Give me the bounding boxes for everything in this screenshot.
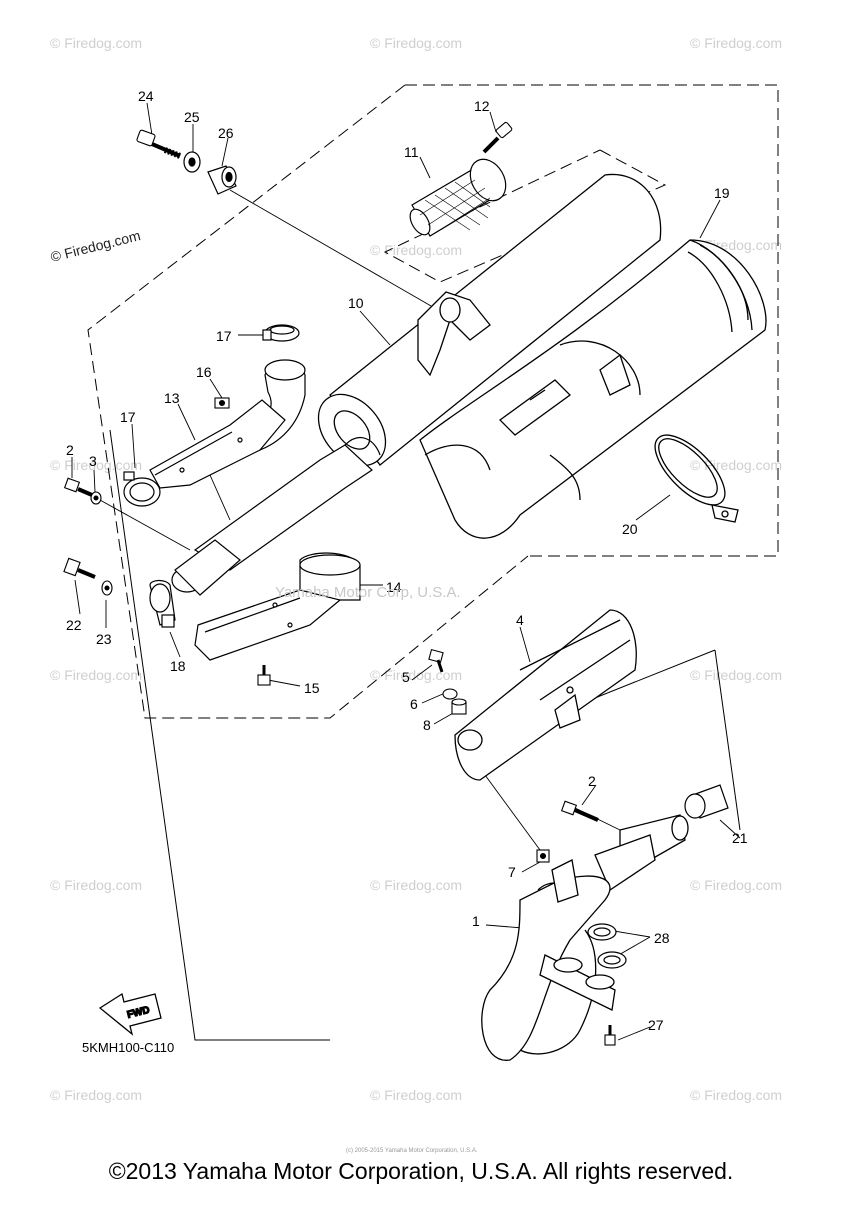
callout-6: 6	[410, 696, 418, 712]
watermark: © Firedog.com	[690, 1087, 782, 1103]
nut-16	[214, 397, 230, 409]
washer-23	[101, 580, 113, 596]
watermark: © Firedog.com	[370, 667, 462, 683]
watermark: © Firedog.com	[370, 242, 462, 258]
watermark: © Firedog.com	[50, 35, 142, 51]
collar-26	[207, 165, 237, 195]
band-20	[654, 434, 739, 523]
watermark: © Firedog.com	[370, 877, 462, 893]
callout-19: 19	[714, 185, 730, 201]
exhaust-pipe-1	[481, 814, 689, 1061]
watermark: © Firedog.com	[50, 1087, 142, 1103]
diagram-code: 5KMH100-C110	[82, 1040, 175, 1055]
spark-arrestor-11	[409, 158, 507, 237]
callout-23: 23	[96, 631, 112, 647]
washer-25	[183, 151, 201, 173]
callout-11: 11	[404, 144, 419, 160]
watermark: © Firedog.com	[50, 667, 142, 683]
callout-25: 25	[184, 109, 200, 125]
callout-2-right: 2	[588, 773, 596, 789]
bolt-2-left	[63, 477, 93, 497]
protector-4	[454, 609, 637, 781]
watermark: © Firedog.com	[50, 877, 142, 893]
pipe-group-outline	[109, 429, 741, 1041]
callout-13: 13	[164, 390, 180, 406]
callout-17-lower: 17	[120, 409, 136, 425]
callout-17-top: 17	[216, 328, 232, 344]
callout-2-left: 2	[66, 442, 74, 458]
callout-20: 20	[622, 521, 638, 537]
callout-1: 1	[472, 913, 480, 929]
muffler-10	[317, 173, 662, 467]
bolt-24	[136, 129, 182, 159]
leader-lines	[71, 102, 741, 1041]
watermark: © Firedog.com	[690, 667, 782, 683]
watermark-group: © Firedog.com © Firedog.com © Firedog.co…	[50, 35, 782, 1103]
callout-21: 21	[732, 830, 748, 846]
watermark: © Firedog.com	[370, 1087, 462, 1103]
callout-26: 26	[218, 125, 234, 141]
watermark: © Firedog.com	[50, 457, 142, 473]
callout-5: 5	[402, 669, 410, 685]
bolt-15	[257, 665, 271, 686]
muffler-cover-19	[419, 239, 767, 539]
callout-22: 22	[66, 617, 82, 633]
screw-12	[482, 121, 513, 154]
forward-arrow: FWD	[98, 992, 162, 1036]
callout-27: 27	[648, 1017, 664, 1033]
heat-protector-13	[149, 399, 286, 489]
clamp-18	[149, 579, 176, 628]
group-outlines	[87, 84, 779, 719]
bolt-2-right	[560, 800, 599, 822]
callout-3: 3	[89, 453, 97, 469]
watermark: © Firedog.com	[690, 35, 782, 51]
callout-16: 16	[196, 364, 212, 380]
callout-14: 14	[386, 579, 402, 595]
callout-15: 15	[304, 680, 320, 696]
company-watermark: Yamaha Motor Corp, U.S.A.	[275, 584, 461, 601]
callout-18: 18	[170, 658, 186, 674]
callouts: 24 25 26 12 11 19 10 17 16 13 17 2 3 20 …	[66, 88, 748, 1033]
callout-4: 4	[516, 612, 524, 628]
callout-24: 24	[138, 88, 154, 104]
muffler-inlet-pipe	[171, 437, 381, 596]
collar-8	[451, 698, 467, 715]
bolt-5	[428, 648, 444, 673]
bolt-27	[604, 1025, 616, 1046]
fine-print: (c) 2005-2015 Yamaha Motor Corporation, …	[346, 1148, 478, 1154]
bolt-22	[63, 557, 96, 579]
callout-8: 8	[423, 717, 431, 733]
gasket-21	[684, 784, 729, 819]
heat-protector-14	[299, 552, 361, 601]
washer-3	[90, 491, 102, 505]
watermark: © Firedog.com	[690, 877, 782, 893]
watermark: © Firedog.com	[370, 35, 462, 51]
gasket-28	[587, 923, 627, 969]
muffler-group-outline-left	[87, 84, 529, 719]
washer-6	[442, 688, 458, 700]
nut-7	[536, 849, 550, 863]
rotated-watermark: © Firedog.com	[49, 227, 142, 265]
muffler-group-outline	[405, 84, 779, 557]
copyright-notice: ©2013 Yamaha Motor Corporation, U.S.A. A…	[108, 1158, 734, 1184]
callout-7: 7	[508, 864, 516, 880]
callout-12: 12	[474, 98, 490, 114]
clamp-17-lower	[123, 471, 161, 507]
clamp-17-top	[262, 324, 300, 342]
heat-protector-lower	[194, 589, 342, 661]
watermark: © Firedog.com	[690, 457, 782, 473]
callout-10: 10	[348, 295, 364, 311]
callout-28: 28	[654, 930, 670, 946]
